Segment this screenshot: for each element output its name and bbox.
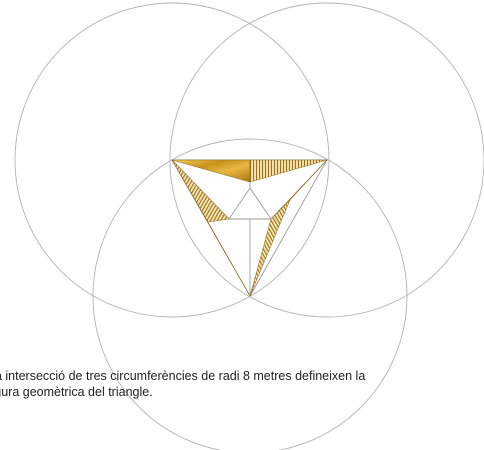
circles bbox=[14, 2, 484, 450]
hatched-blades bbox=[171, 159, 328, 297]
caption-line-2: figura geomètrica del triangle. bbox=[0, 385, 153, 399]
inner-triangle bbox=[228, 187, 272, 220]
hatch-blade-top bbox=[249, 159, 328, 183]
gold-blades bbox=[171, 159, 328, 297]
hatch-blade-right bbox=[249, 199, 291, 297]
circle-right bbox=[169, 2, 484, 318]
hatch-blade-left bbox=[171, 159, 230, 223]
figure-caption: La intersecció de tres circumferències d… bbox=[0, 368, 484, 400]
circle-bottom bbox=[92, 138, 408, 450]
caption-line-1: La intersecció de tres circumferències d… bbox=[0, 369, 366, 383]
